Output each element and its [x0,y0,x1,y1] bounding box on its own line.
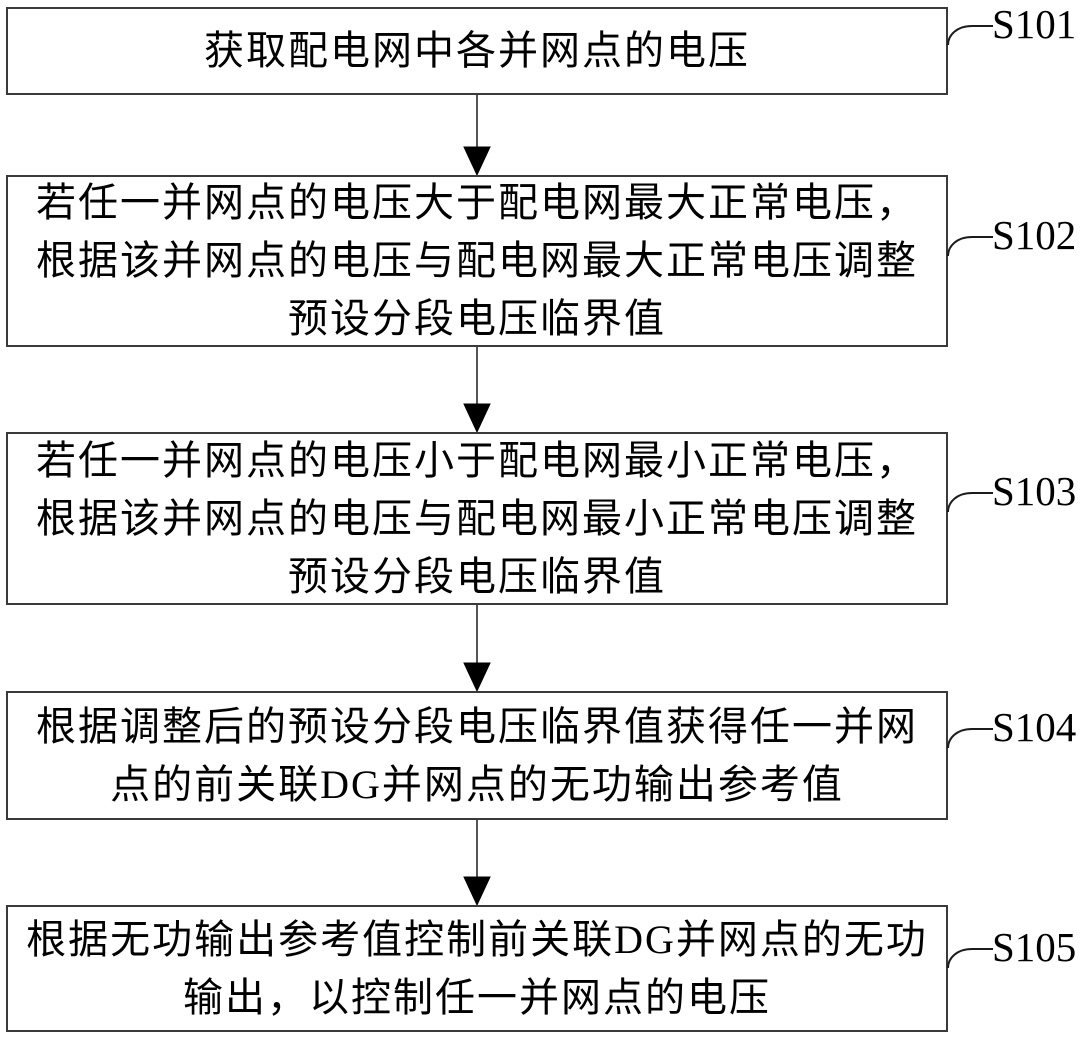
step-text-line: 根据调整后的预设分段电压临界值获得任一并网 [36,703,918,749]
step-text-line: 预设分段电压临界值 [288,296,666,341]
leader-line-s105 [947,948,993,969]
step-label-s105: S105 [992,924,1077,970]
leader-line-s104 [947,728,993,749]
step-text-line: 若任一并网点的电压大于配电网最大正常电压， [36,180,918,225]
step-label-s104: S104 [992,704,1077,750]
step-text-line: 根据该并网点的电压与配电网最大正常电压调整 [36,238,918,283]
step-label-s103: S103 [992,468,1077,514]
step-text-line: 预设分段电压临界值 [288,553,666,599]
leader-line-s102 [947,236,993,257]
step-label-s101: S101 [992,1,1077,47]
step-text-line: 点的前关联DG并网点的无功输出参考值 [110,761,844,807]
step-text-line: 获取配电网中各并网点的电压 [204,28,750,73]
step-box-s104: 根据调整后的预设分段电压临界值获得任一并网 点的前关联DG并网点的无功输出参考值 [6,691,948,820]
step-text-line: 根据无功输出参考值控制前关联DG并网点的无功 [26,916,928,962]
step-label-s102: S102 [992,212,1077,258]
step-box-s102: 若任一并网点的电压大于配电网最大正常电压， 根据该并网点的电压与配电网最大正常电… [6,175,948,347]
leader-line-s101 [947,25,993,46]
step-box-s101: 获取配电网中各并网点的电压 [6,7,948,95]
step-text-line: 输出，以控制任一并网点的电压 [183,974,771,1020]
step-text-line: 若任一并网点的电压小于配电网最小正常电压， [36,437,918,483]
flow-arrow-icon [463,820,491,907]
step-text-line: 根据该并网点的电压与配电网最小正常电压调整 [36,495,918,541]
flow-arrow-icon [463,95,491,177]
flow-arrow-icon [463,605,491,693]
flow-arrow-icon [463,347,491,434]
step-box-s105: 根据无功输出参考值控制前关联DG并网点的无功 输出，以控制任一并网点的电压 [6,905,948,1032]
leader-line-s103 [947,492,993,513]
step-box-s103: 若任一并网点的电压小于配电网最小正常电压， 根据该并网点的电压与配电网最小正常电… [6,432,948,605]
